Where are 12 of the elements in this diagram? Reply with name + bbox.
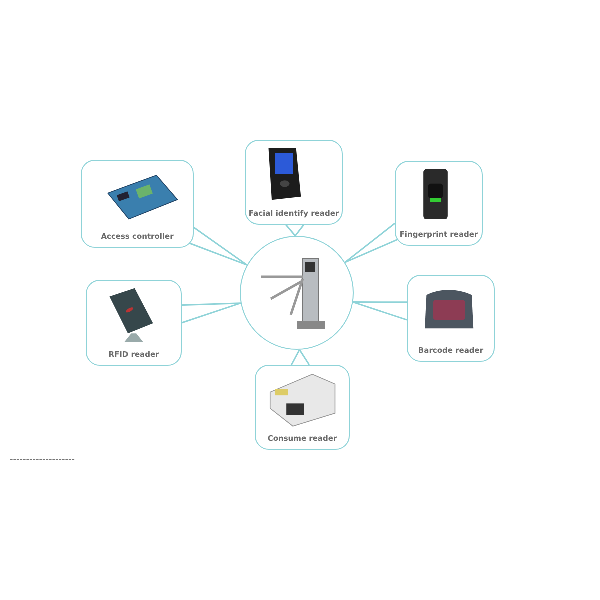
- device-card: [395, 161, 483, 246]
- callout-connector: [188, 226, 248, 266]
- device-card: [86, 280, 182, 366]
- callout-connector: [352, 302, 410, 321]
- dashed-divider-text: --------------------: [10, 455, 75, 465]
- device-card: [407, 275, 495, 362]
- callout-connector: [290, 349, 310, 366]
- callout-connector: [285, 224, 305, 237]
- device-card: [255, 365, 350, 450]
- device-card: [81, 160, 194, 248]
- device-card: [245, 140, 343, 225]
- callout-connector: [180, 302, 242, 324]
